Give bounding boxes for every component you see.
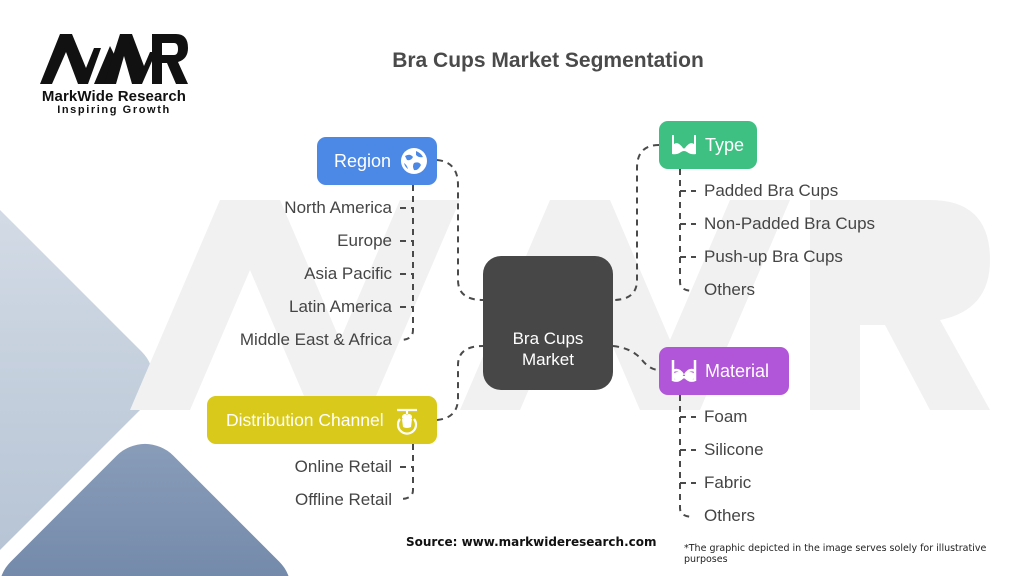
region-item-latin-america: Latin America bbox=[289, 297, 392, 316]
globe-icon bbox=[399, 146, 429, 176]
center-node-bra-cups-market: Bra Cups Market bbox=[483, 256, 613, 390]
bra-outline-icon bbox=[669, 356, 699, 386]
distribution-item-offline-retail: Offline Retail bbox=[294, 490, 392, 509]
source-text: Source: www.markwideresearch.com bbox=[406, 535, 657, 549]
material-item-others: Others bbox=[704, 506, 756, 525]
type-item-others: Others bbox=[704, 280, 756, 299]
category-material: Material bbox=[659, 347, 789, 395]
disclaimer-text: *The graphic depicted in the image serve… bbox=[684, 543, 987, 565]
logo-tagline: Inspiring Growth bbox=[57, 104, 171, 116]
category-material-label: Material bbox=[705, 360, 770, 381]
center-label-line1: Bra Cups bbox=[512, 329, 584, 348]
type-item-push-up: Push-up Bra Cups bbox=[704, 247, 843, 266]
category-region: Region bbox=[317, 137, 437, 185]
type-item-padded: Padded Bra Cups bbox=[704, 181, 839, 200]
category-distribution-label: Distribution Channel bbox=[226, 409, 384, 430]
material-item-fabric: Fabric bbox=[704, 473, 752, 492]
region-item-middle-east-africa: Middle East & Africa bbox=[239, 330, 392, 349]
logo-company-name: MarkWide Research bbox=[41, 88, 187, 105]
category-region-label: Region bbox=[334, 150, 392, 171]
category-type-label: Type bbox=[705, 134, 745, 155]
type-item-non-padded: Non-Padded Bra Cups bbox=[704, 214, 876, 233]
region-item-europe: Europe bbox=[337, 231, 392, 250]
category-type: Type bbox=[659, 121, 757, 169]
bra-icon bbox=[669, 130, 699, 160]
center-label-line2: Market bbox=[522, 350, 574, 369]
shopping-hanger-icon bbox=[392, 405, 422, 435]
region-item-north-america: North America bbox=[284, 198, 392, 217]
mwr-logo-icon bbox=[40, 34, 188, 84]
page-title: Bra Cups Market Segmentation bbox=[392, 49, 704, 72]
markwide-logo: MarkWide Research Inspiring Growth bbox=[38, 32, 190, 116]
material-item-silicone: Silicone bbox=[704, 440, 764, 459]
region-item-asia-pacific: Asia Pacific bbox=[304, 264, 392, 283]
category-distribution-channel: Distribution Channel bbox=[207, 396, 437, 444]
distribution-item-online-retail: Online Retail bbox=[294, 457, 392, 476]
material-item-foam: Foam bbox=[704, 407, 748, 426]
